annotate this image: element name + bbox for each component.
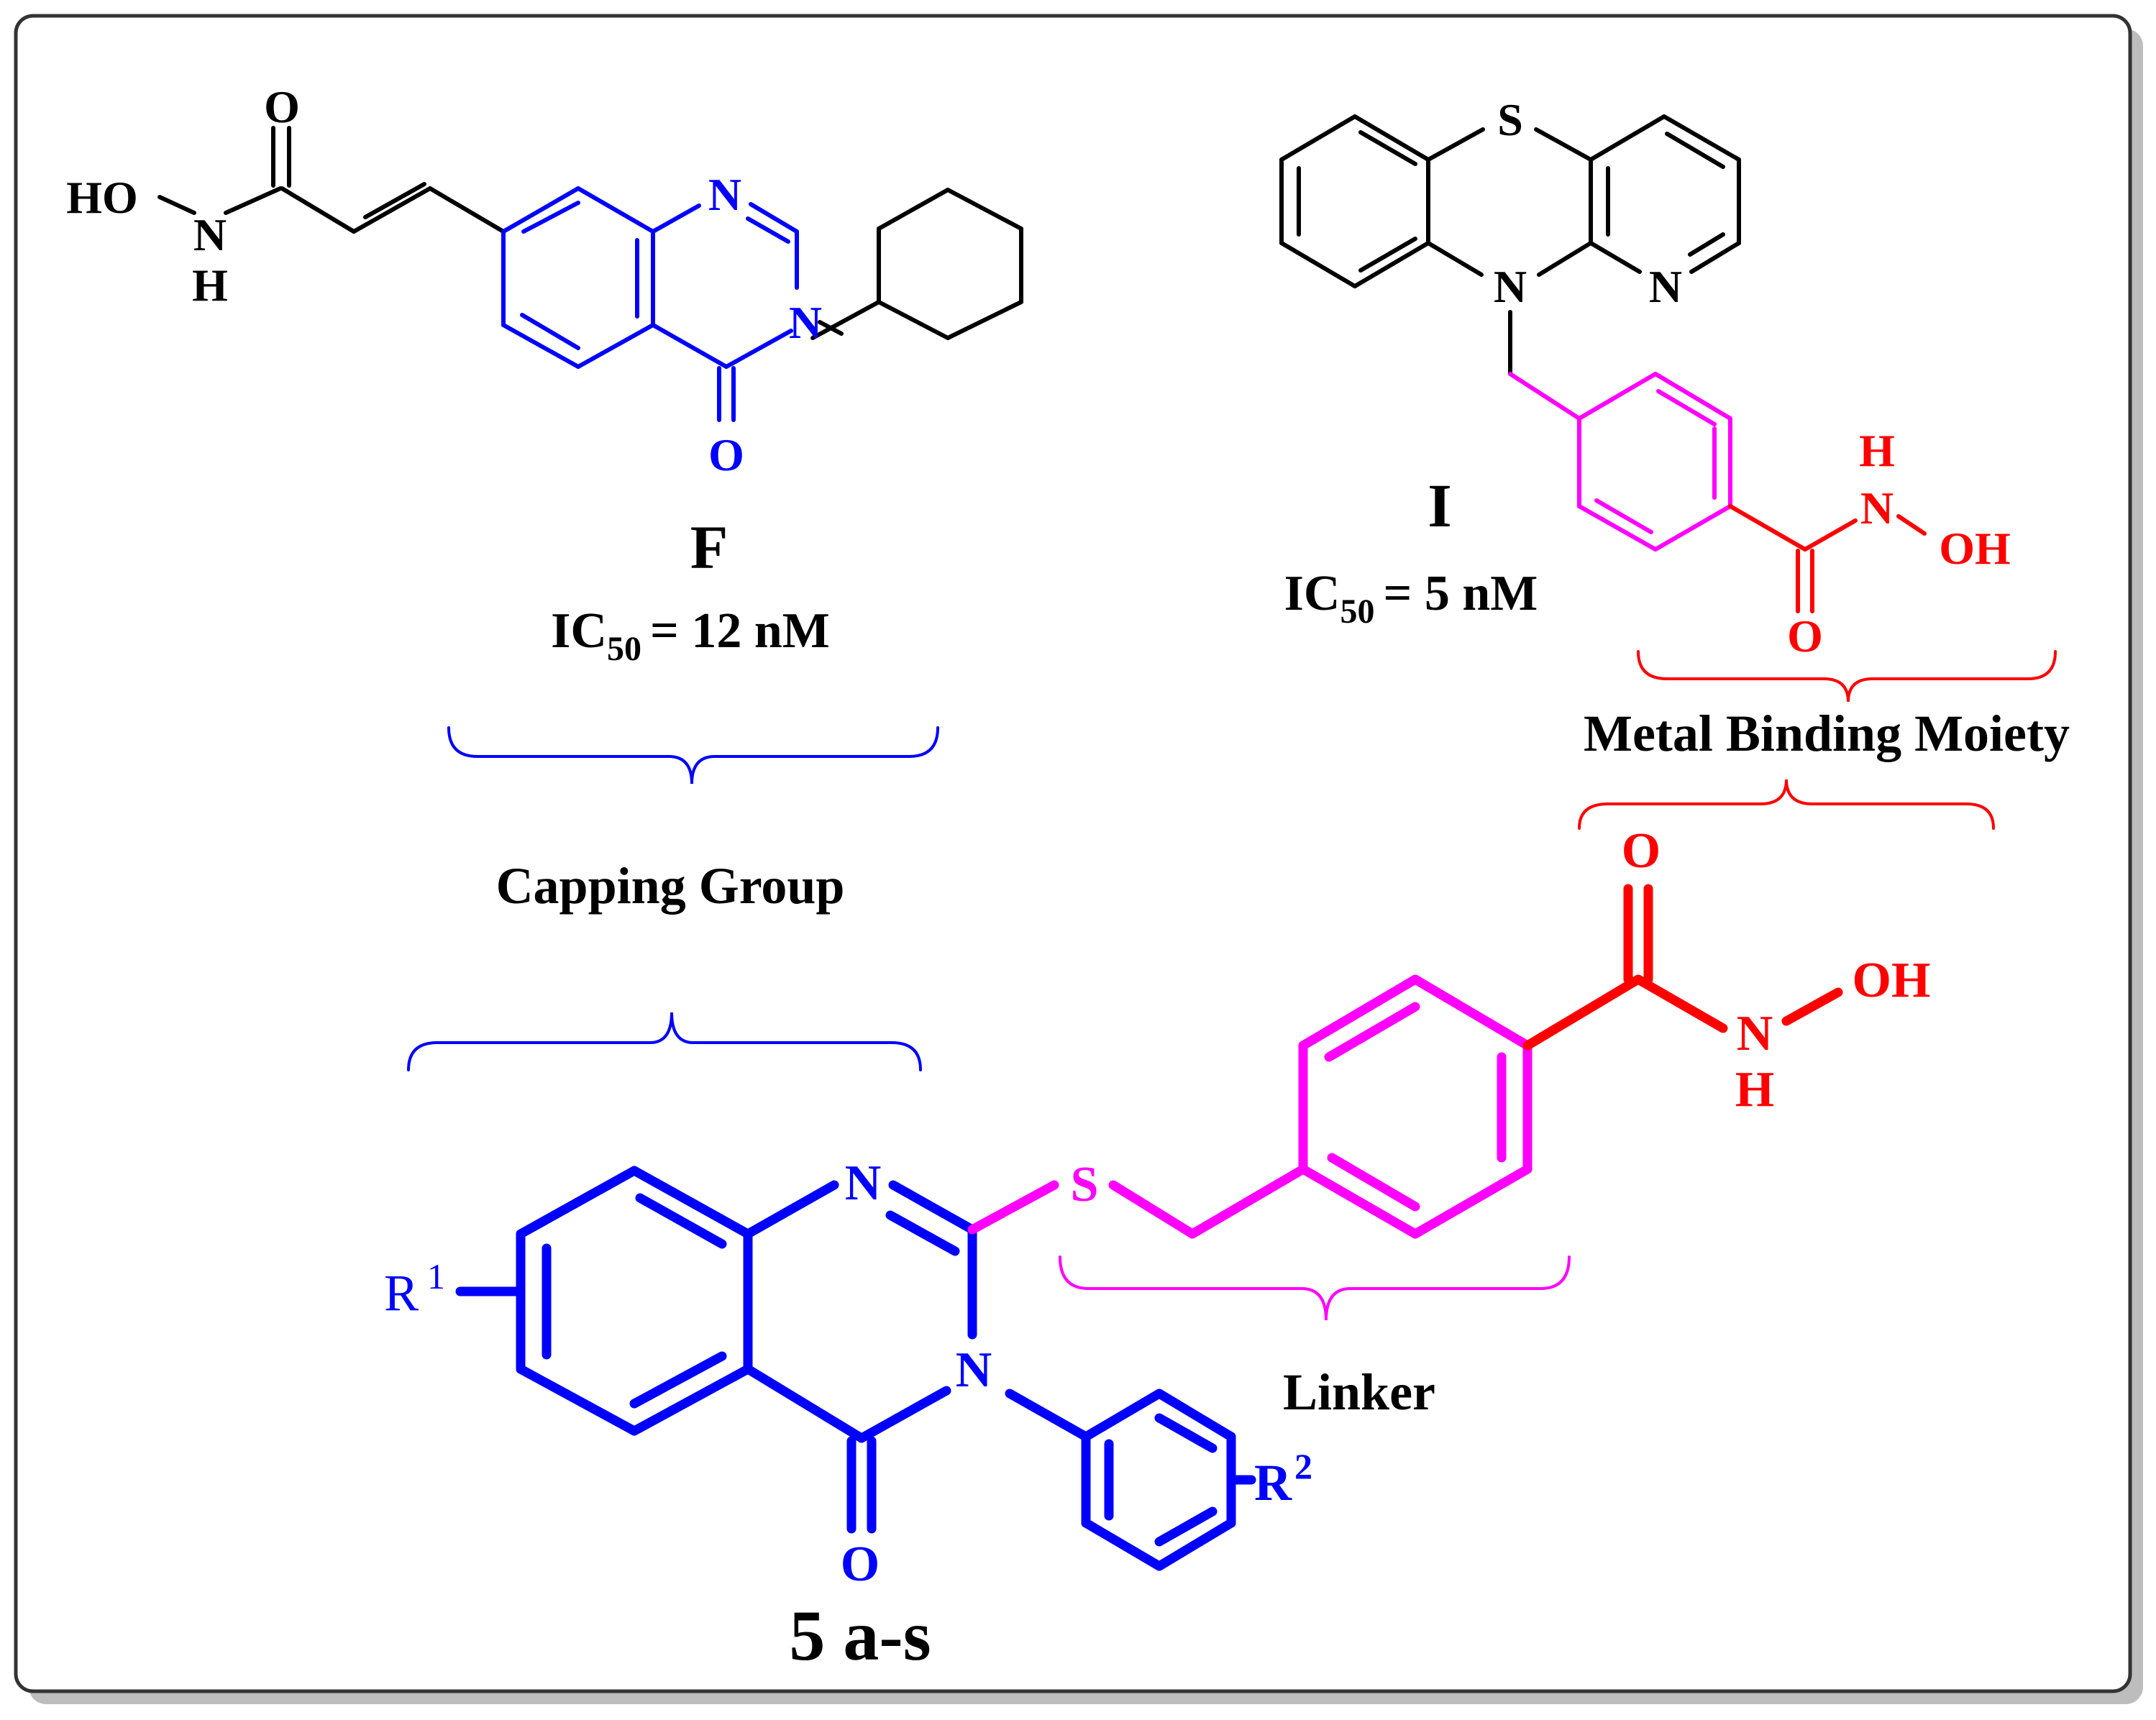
compound-i-ic50-sub: 50	[1340, 593, 1374, 631]
compound-f-n3-to-ch2	[818, 320, 844, 336]
compound-5-structure	[455, 884, 1843, 1571]
compound-5-label: 5 a-s	[789, 1596, 931, 1675]
metal-brace-top	[1637, 650, 2057, 703]
compound-5-r2-letter: R	[1254, 1454, 1292, 1511]
linker-label: Linker	[1283, 1363, 1435, 1421]
compound-5-r1-letter: R	[384, 1264, 419, 1322]
compound-5-n-amide: N	[1737, 1006, 1773, 1061]
compound-i-n10: N	[1494, 261, 1527, 312]
compound-f-structure	[157, 126, 1023, 422]
compound-f-ic50-prefix: IC	[551, 603, 607, 659]
compound-5-o4: O	[841, 1537, 880, 1592]
compound-i-n-pyridine: N	[1649, 261, 1682, 312]
capping-brace-bottom	[407, 1012, 922, 1071]
metal-brace-bottom	[1578, 779, 1995, 830]
compound-i-hydroxamate-bonds	[1728, 504, 1927, 613]
compound-5-r2: R2	[1254, 1446, 1312, 1511]
compound-5-r1-sup: 1	[427, 1256, 445, 1296]
compound-f-atom-labels: O HO N H N N O	[66, 81, 822, 480]
compound-i-h-amide: H	[1859, 425, 1895, 476]
compound-f-quinazolinone-bonds	[501, 186, 799, 422]
compound-f-n1: N	[708, 169, 741, 220]
compound-i-benzyl-linker-bonds	[1508, 372, 1732, 552]
compound-i-structure	[1279, 114, 1927, 613]
compound-f-n-amide: N	[193, 209, 227, 260]
compound-i-atom-labels: S N N H N OH O	[1494, 94, 2011, 662]
compound-i-n-amide: N	[1860, 482, 1894, 534]
compound-f-ic50-sub: 50	[607, 630, 641, 668]
compound-5-quinazolinone-bonds	[455, 1166, 1256, 1571]
compound-i-ic50: IC50= 5 nM	[1284, 566, 1538, 631]
compound-f-ic50: IC50= 12 nM	[551, 603, 830, 668]
compound-5-s: S	[1071, 1157, 1099, 1212]
compound-5-linker-bonds	[967, 974, 1533, 1239]
capping-group-label: Capping Group	[496, 857, 845, 915]
compound-i-ic50-prefix: IC	[1284, 566, 1340, 621]
compound-f-ho: HO	[66, 172, 138, 223]
compound-f-o-carbonyl: O	[264, 81, 300, 132]
capping-brace-top	[447, 726, 939, 784]
compound-f-ic50-value: = 12 nM	[650, 603, 830, 659]
compound-5-r2-sup: 2	[1294, 1446, 1312, 1486]
compound-i-azaphenothiazine-bonds	[1279, 114, 1741, 376]
compound-i-label: I	[1428, 471, 1451, 540]
compound-i-s: S	[1497, 94, 1523, 145]
compound-f-label: F	[690, 513, 728, 582]
compound-i-ic50-value: = 5 nM	[1383, 566, 1538, 621]
compound-5-n1: N	[845, 1156, 882, 1211]
annotation-braces	[407, 650, 2057, 1321]
compound-f-hydroxamate-bonds	[157, 126, 1023, 340]
compound-f-o4: O	[708, 429, 744, 480]
metal-binding-moiety-label: Metal Binding Moiety	[1584, 705, 2070, 762]
compound-5-oh: OH	[1853, 953, 1931, 1008]
compound-5-n3: N	[956, 1342, 992, 1398]
frame-border	[14, 14, 2132, 1693]
compound-i-oh: OH	[1939, 523, 2011, 574]
compound-f-h-amide: H	[192, 260, 228, 311]
compound-f-n3: N	[789, 297, 822, 348]
compound-5-o-carbonyl: O	[1622, 823, 1661, 879]
compound-5-h-amide: H	[1735, 1062, 1774, 1117]
compound-i-o-carbonyl: O	[1787, 610, 1823, 662]
linker-brace	[1059, 1255, 1571, 1321]
compound-5-hydroxamate-bonds	[1522, 884, 1843, 1051]
